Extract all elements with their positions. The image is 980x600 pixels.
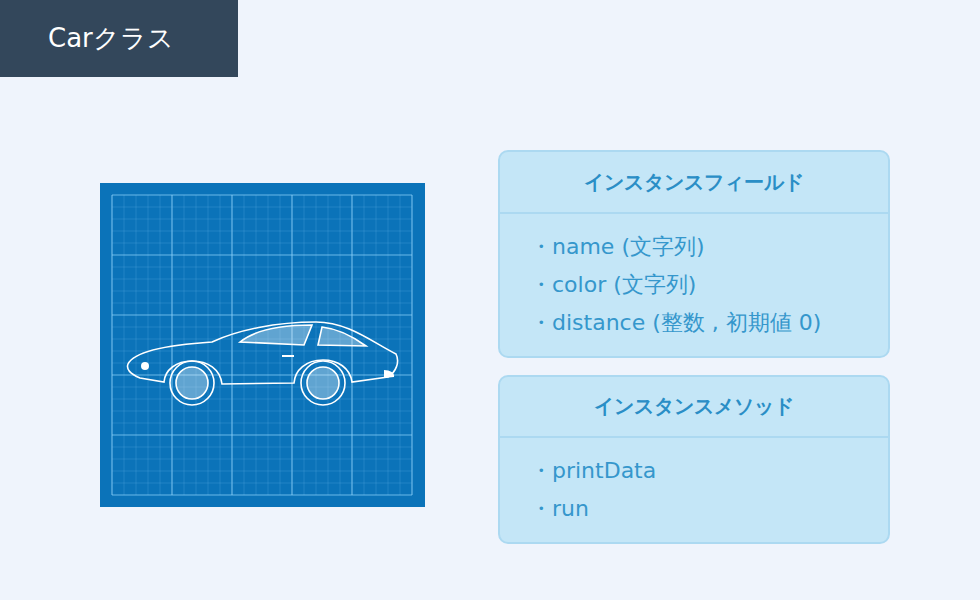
grid-line: [112, 494, 412, 495]
grid-line: [411, 195, 412, 495]
grid-line: [112, 434, 412, 435]
title-tab: Carクラス: [0, 0, 238, 77]
class-member-box: インスタンスメソッド・printData・run: [498, 375, 890, 544]
grid-line: [376, 195, 377, 495]
grid-line: [111, 195, 112, 495]
class-member-box: インスタンスフィールド・name (文字列)・color (文字列)・dista…: [498, 150, 890, 358]
grid-line: [112, 254, 412, 255]
grid-line: [112, 374, 412, 375]
grid-line: [112, 459, 412, 460]
grid-line: [112, 243, 412, 244]
box-body: ・printData・run: [500, 438, 888, 542]
box-body: ・name (文字列)・color (文字列)・distance (整数 , 初…: [500, 214, 888, 356]
grid-line: [112, 399, 412, 400]
grid-line: [400, 195, 401, 495]
header-text: インスタンスメソッド: [594, 393, 794, 420]
grid-line: [388, 195, 389, 495]
grid-line: [112, 291, 412, 292]
grid-line: [136, 195, 137, 495]
grid-line: [244, 195, 245, 495]
member-item: ・distance (整数 , 初期値 0): [530, 304, 868, 342]
grid-line: [112, 483, 412, 484]
grid-line: [208, 195, 209, 495]
title-text: Carクラス: [48, 21, 174, 56]
grid-line: [112, 423, 412, 424]
grid-line: [231, 195, 232, 495]
member-item: ・name (文字列): [530, 228, 868, 266]
grid-line: [112, 471, 412, 472]
grid-line: [268, 195, 269, 495]
grid-line: [220, 195, 221, 495]
grid-line: [316, 195, 317, 495]
grid-line: [112, 303, 412, 304]
member-item: ・run: [530, 490, 868, 528]
blueprint-grid: [112, 195, 412, 495]
grid-line: [112, 363, 412, 364]
grid-line: [112, 387, 412, 388]
car-drawing: [128, 322, 398, 405]
grid-line: [112, 207, 412, 208]
grid-line: [112, 314, 412, 315]
grid-line: [112, 447, 412, 448]
grid-line: [112, 351, 412, 352]
grid-line: [112, 279, 412, 280]
grid-line: [112, 219, 412, 220]
box-header: インスタンスフィールド: [500, 152, 888, 214]
grid-line: [196, 195, 197, 495]
grid-line: [124, 195, 125, 495]
grid-line: [148, 195, 149, 495]
blueprint-ground: [100, 183, 425, 507]
grid-line: [280, 195, 281, 495]
member-item: ・color (文字列): [530, 266, 868, 304]
grid-line: [112, 194, 412, 195]
grid-line: [112, 231, 412, 232]
header-text: インスタンスフィールド: [584, 169, 804, 196]
grid-line: [112, 411, 412, 412]
box-header: インスタンスメソッド: [500, 377, 888, 438]
grid-line: [256, 195, 257, 495]
grid-line: [112, 267, 412, 268]
grid-line: [171, 195, 172, 495]
member-item: ・printData: [530, 452, 868, 490]
grid-line: [160, 195, 161, 495]
